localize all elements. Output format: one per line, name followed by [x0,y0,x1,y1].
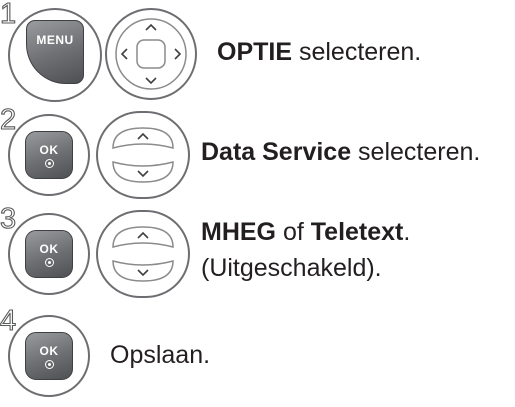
step-3-line-1: MHEG of Teletext. [201,214,410,250]
ok-dot-icon [45,258,54,267]
step-3: 3 OK MHEG of Teletext. (Uitgeschakeld). [0,203,515,303]
step-2-text: selecteren. [351,138,481,166]
step-2: 2 OK Data Service selecteren. [0,104,515,203]
step-3-instruction: MHEG of Teletext. (Uitgeschakeld). [201,214,410,286]
up-down-arrow-buttons-icon [96,111,190,199]
step-3-end: . [403,218,411,246]
step-2-bold: Data Service [201,138,352,166]
ok-button: OK [25,131,73,179]
step-3-bold-2: Teletext [310,218,404,246]
ok-dot-icon [45,360,54,369]
step-2-instruction: Data Service selecteren. [201,134,480,170]
four-way-arrow-pad-icon [105,8,197,100]
step-number: 2 [0,104,17,136]
step-1: 1 MENU OPTIE selecteren. [0,0,515,105]
up-down-arrow-buttons-icon [96,210,190,298]
ok-button-label: OK [39,143,59,157]
step-4-instruction: Opslaan. [110,337,210,373]
step-number: 1 [0,0,17,30]
ok-dot-icon [45,159,54,168]
menu-button-label: MENU [36,33,74,47]
step-1-instruction: OPTIE selecteren. [217,34,421,70]
button-ring [8,213,90,295]
step-3-bold-1: MHEG [201,218,276,246]
ok-button: OK [25,332,73,380]
step-1-bold: OPTIE [217,38,293,66]
step-4-text: Opslaan. [110,341,211,369]
step-3-mid: of [276,218,311,246]
ok-button: OK [25,230,73,278]
ok-button-label: OK [39,344,59,358]
step-4: 4 OK Opslaan. [0,305,515,405]
step-number: 4 [0,305,17,337]
step-1-text: selecteren. [292,38,422,66]
step-3-line-2: (Uitgeschakeld). [201,254,382,282]
step-number: 3 [0,203,17,235]
ok-button-label: OK [39,242,59,256]
